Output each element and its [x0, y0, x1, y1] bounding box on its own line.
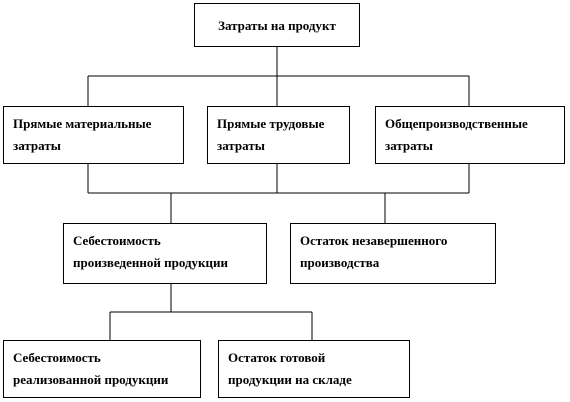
node-finished-goods-balance: Остаток готовой продукции на складе: [218, 340, 410, 398]
node-direct-labor: Прямые трудовые затраты: [207, 106, 350, 164]
node-direct-materials: Прямые материальные затраты: [3, 106, 184, 164]
node-overhead: Общепроизводственные затраты: [375, 106, 565, 164]
node-cost-of-goods-produced: Себестоимость произведенной продукции: [63, 223, 267, 284]
node-cost-of-goods-sold: Себестоимость реализованной продукции: [3, 340, 201, 398]
node-product-costs: Затраты на продукт: [194, 3, 360, 47]
node-work-in-progress-balance: Остаток незавершенного производства: [290, 223, 496, 284]
